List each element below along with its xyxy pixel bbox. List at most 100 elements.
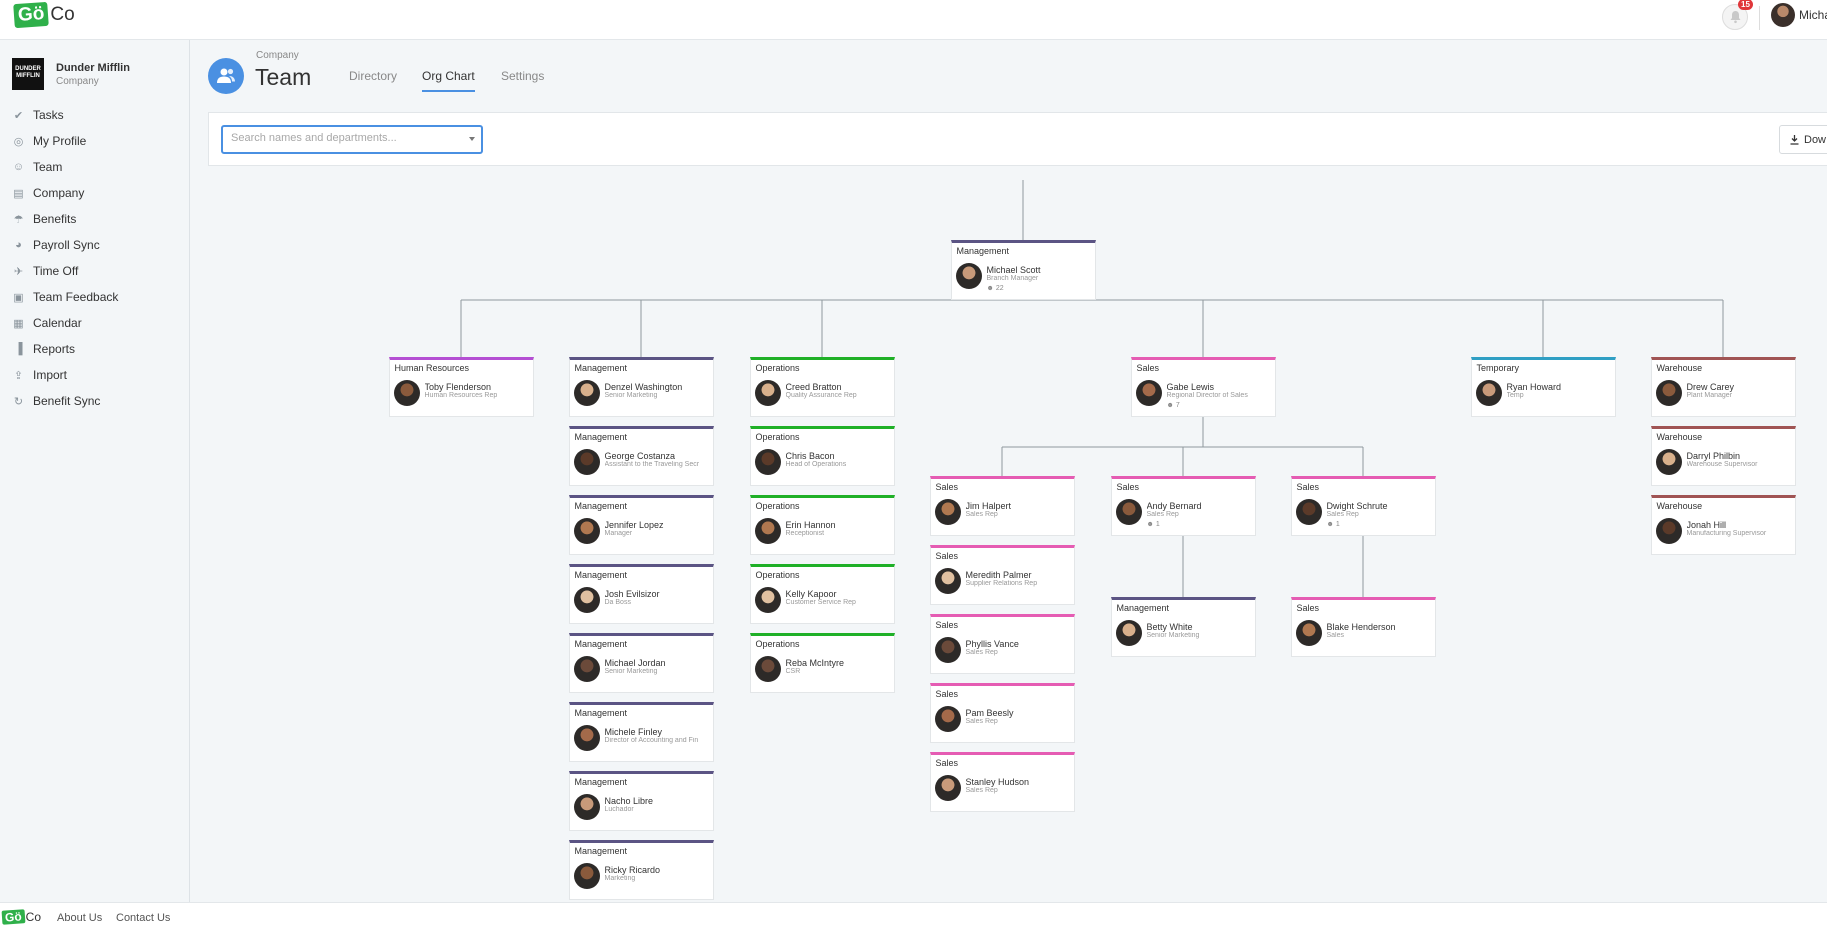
employee-name: Denzel Washington <box>604 382 683 392</box>
sidebar-item-label: Benefits <box>33 212 77 226</box>
employee-role: Manufacturing Supervisor <box>1686 530 1767 537</box>
contact-us-link[interactable]: Contact Us <box>116 912 171 924</box>
sidebar-item-team[interactable]: ☺Team <box>0 154 190 180</box>
sidebar-item-my-profile[interactable]: ◎My Profile <box>0 128 190 154</box>
employee-name: Ryan Howard <box>1506 382 1562 392</box>
avatar <box>754 449 781 475</box>
tab-settings[interactable]: Settings <box>501 69 545 83</box>
user-name[interactable]: Micha <box>1799 8 1827 22</box>
department-label: Operations <box>755 363 800 373</box>
sidebar-item-payroll-sync[interactable]: ◕Payroll Sync <box>0 232 190 258</box>
employee-role: Plant Manager <box>1686 392 1733 399</box>
department-label: Operations <box>755 432 800 442</box>
sidebar-item-benefits[interactable]: ☂Benefits <box>0 206 190 232</box>
department-label: Sales <box>1116 482 1140 492</box>
employee-role: Da Boss <box>604 599 631 606</box>
sidebar-item-reports[interactable]: ▐Reports <box>0 336 190 362</box>
sidebar-item-team-feedback[interactable]: ▣Team Feedback <box>0 284 190 310</box>
sync-icon: ↻ <box>13 395 24 408</box>
user-avatar[interactable] <box>1771 3 1795 27</box>
search-panel <box>208 112 1827 166</box>
direct-reports: ☻ 7 <box>1167 402 1180 409</box>
chevron-down-icon[interactable] <box>469 137 475 141</box>
company-block[interactable]: DUNDER MIFFLIN Dunder Mifflin Company <box>12 58 130 90</box>
sidebar-item-label: Payroll Sync <box>33 238 100 252</box>
employee-role: Human Resources Rep <box>424 392 498 399</box>
users-icon: ☺ <box>12 161 25 173</box>
active-tab-indicator <box>422 90 475 92</box>
footer-logo-co: Co <box>25 910 42 924</box>
employee-role: Manager <box>604 530 633 537</box>
employee-role: Sales <box>1326 632 1345 639</box>
department-label: Sales <box>1136 363 1160 373</box>
employee-role: Senior Marketing <box>1146 632 1200 639</box>
search-select[interactable] <box>221 125 483 154</box>
employee-role: CSR <box>785 668 801 675</box>
employee-role: Senior Marketing <box>604 668 658 675</box>
sidebar-item-label: Tasks <box>33 108 64 122</box>
sidebar-item-tasks[interactable]: ✔Tasks <box>0 102 190 128</box>
search-input[interactable] <box>231 132 451 144</box>
page-title: Team <box>255 64 312 90</box>
divider <box>1759 6 1760 30</box>
tab-org-chart[interactable]: Org Chart <box>422 69 475 83</box>
department-label: Sales <box>935 620 959 630</box>
employee-name: Michael Scott <box>986 265 1041 275</box>
sidebar-item-import[interactable]: ⇪Import <box>0 362 190 388</box>
avatar <box>1475 380 1502 406</box>
sidebar-item-benefit-sync[interactable]: ↻Benefit Sync <box>0 388 190 414</box>
sidebar-item-company[interactable]: ▤Company <box>0 180 190 206</box>
department-label: Warehouse <box>1656 432 1703 442</box>
department-label: Management <box>574 777 628 787</box>
employee-role: Warehouse Supervisor <box>1686 461 1758 468</box>
employee-role: Senior Marketing <box>604 392 658 399</box>
sidebar-item-label: Calendar <box>33 316 82 330</box>
calendar-icon: ▦ <box>13 317 24 330</box>
employee-name: Jennifer Lopez <box>604 520 664 530</box>
department-label: Management <box>574 708 628 718</box>
sidebar-item-time-off[interactable]: ✈Time Off <box>0 258 190 284</box>
avatar <box>573 794 600 820</box>
sidebar-item-calendar[interactable]: ▦ Calendar <box>0 310 190 336</box>
about-us-link[interactable]: About Us <box>57 912 103 924</box>
employee-name: Blake Henderson <box>1326 622 1396 632</box>
avatar <box>573 380 600 406</box>
department-label: Management <box>956 246 1010 256</box>
breadcrumb[interactable]: Company <box>256 50 299 61</box>
tab-directory[interactable]: Directory <box>349 69 398 83</box>
download-button[interactable]: Dow <box>1779 125 1827 154</box>
employee-role: Quality Assurance Rep <box>785 392 857 399</box>
